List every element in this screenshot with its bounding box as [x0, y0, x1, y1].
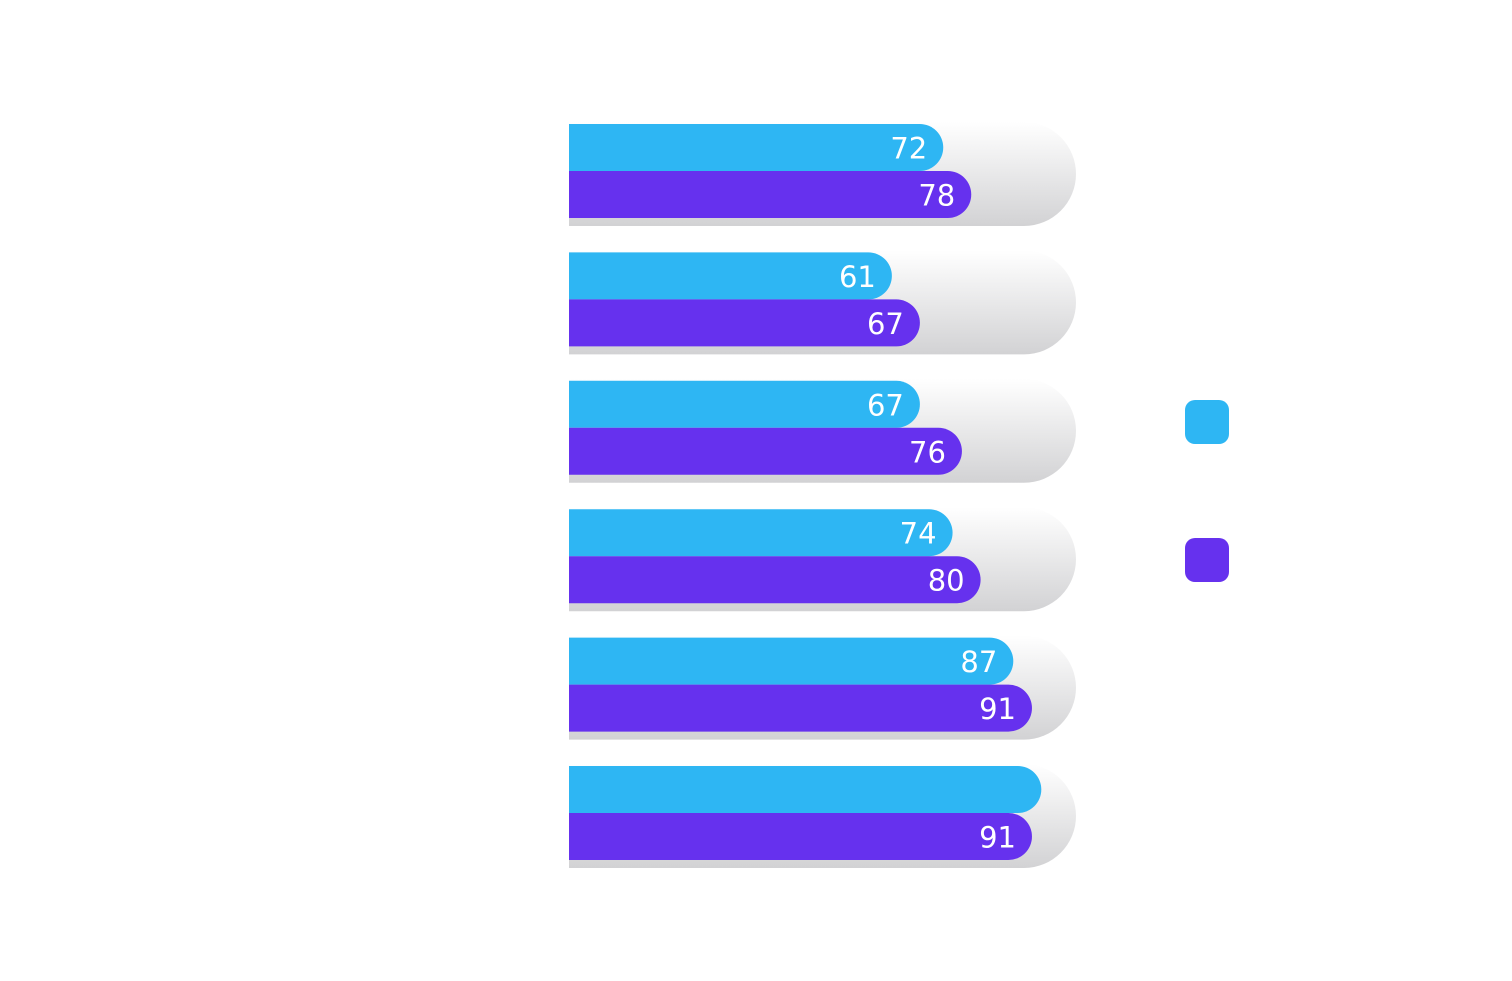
bar-series-1	[569, 509, 953, 557]
bar-series-2	[569, 299, 920, 347]
data-label: 80	[928, 564, 965, 598]
bar-series-2	[569, 556, 981, 604]
data-label: 72	[890, 132, 927, 166]
bar-series-2	[569, 684, 1032, 732]
data-label: 91	[979, 692, 1016, 726]
bar-group: 91	[569, 764, 1076, 868]
legend-swatch-series-2	[1185, 538, 1229, 582]
data-label: 91	[979, 821, 1016, 855]
data-label: 76	[909, 435, 946, 469]
data-label: 74	[900, 517, 937, 551]
bar-series-1	[569, 766, 1042, 813]
bar-series-1	[569, 252, 892, 300]
bar-series-2	[569, 427, 962, 475]
legend-swatch-series-1	[1185, 400, 1229, 444]
data-label: 67	[867, 307, 904, 341]
bar-series-1	[569, 637, 1014, 685]
data-label: 78	[918, 179, 955, 213]
bar-series-2	[569, 171, 972, 218]
bar-series-1	[569, 380, 920, 428]
data-label: 61	[839, 260, 876, 294]
data-label: 87	[960, 645, 997, 679]
bar-series-1	[569, 124, 944, 171]
bar-series-2	[569, 813, 1032, 860]
data-label: 67	[867, 388, 904, 422]
